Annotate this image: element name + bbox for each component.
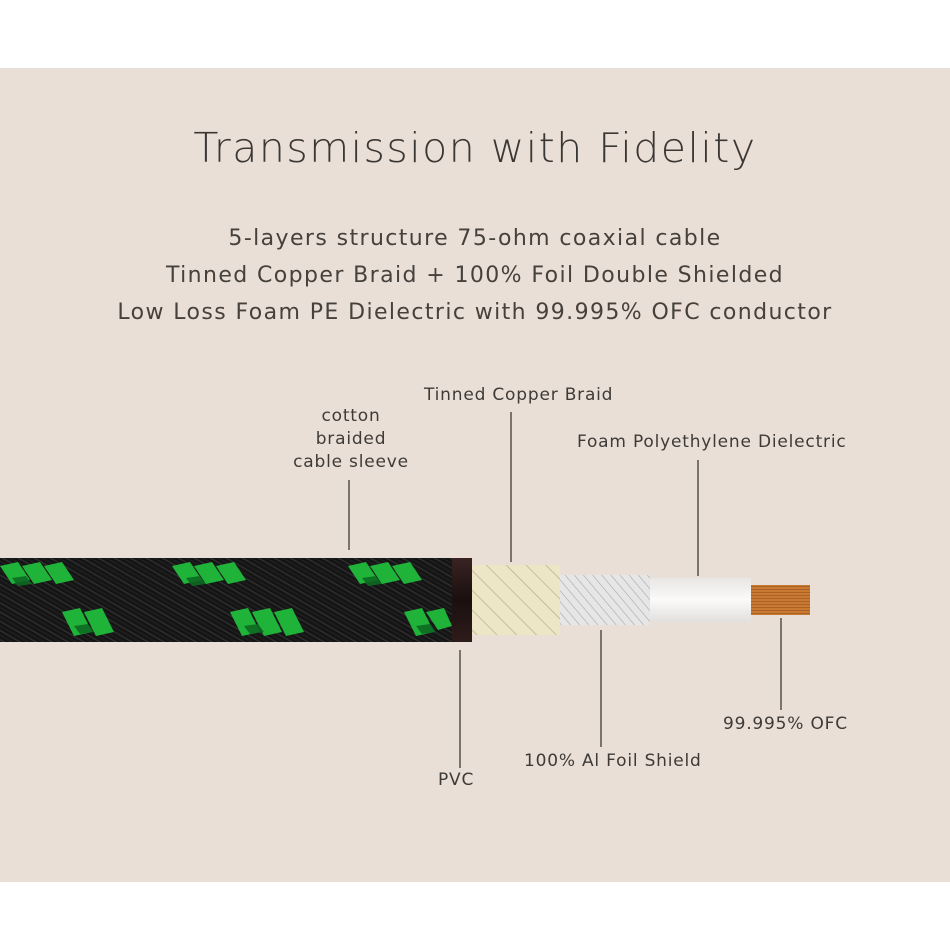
page-title: Transmission with Fidelity [193, 124, 757, 172]
label-al-foil-shield: 100% Al Foil Shield [524, 751, 702, 771]
label-sleeve-line-2: braided [315, 429, 387, 449]
dielectric-layer [645, 578, 751, 622]
cotton-sleeve [0, 558, 452, 642]
subtitle-line-3: Low Loss Foam PE Dielectric with 99.995%… [117, 300, 833, 325]
conductor-layer [748, 585, 810, 615]
label-sleeve-line-1: cotton [321, 406, 381, 426]
foil-layer [558, 575, 650, 625]
label-foam-dielectric: Foam Polyethylene Dielectric [577, 432, 847, 452]
background-panel [0, 68, 950, 882]
subtitle-line-2: Tinned Copper Braid + 100% Foil Double S… [165, 263, 784, 288]
label-tinned-copper-braid: Tinned Copper Braid [424, 385, 614, 405]
label-cotton-sleeve: cotton braided cable sleeve [288, 405, 414, 474]
subtitle-line-1: 5-layers structure 75-ohm coaxial cable [228, 226, 722, 251]
label-pvc: PVC [438, 770, 475, 790]
braid-layer [470, 565, 560, 635]
label-sleeve-line-3: cable sleeve [293, 452, 409, 472]
label-ofc-conductor: 99.995% OFC [723, 714, 848, 734]
